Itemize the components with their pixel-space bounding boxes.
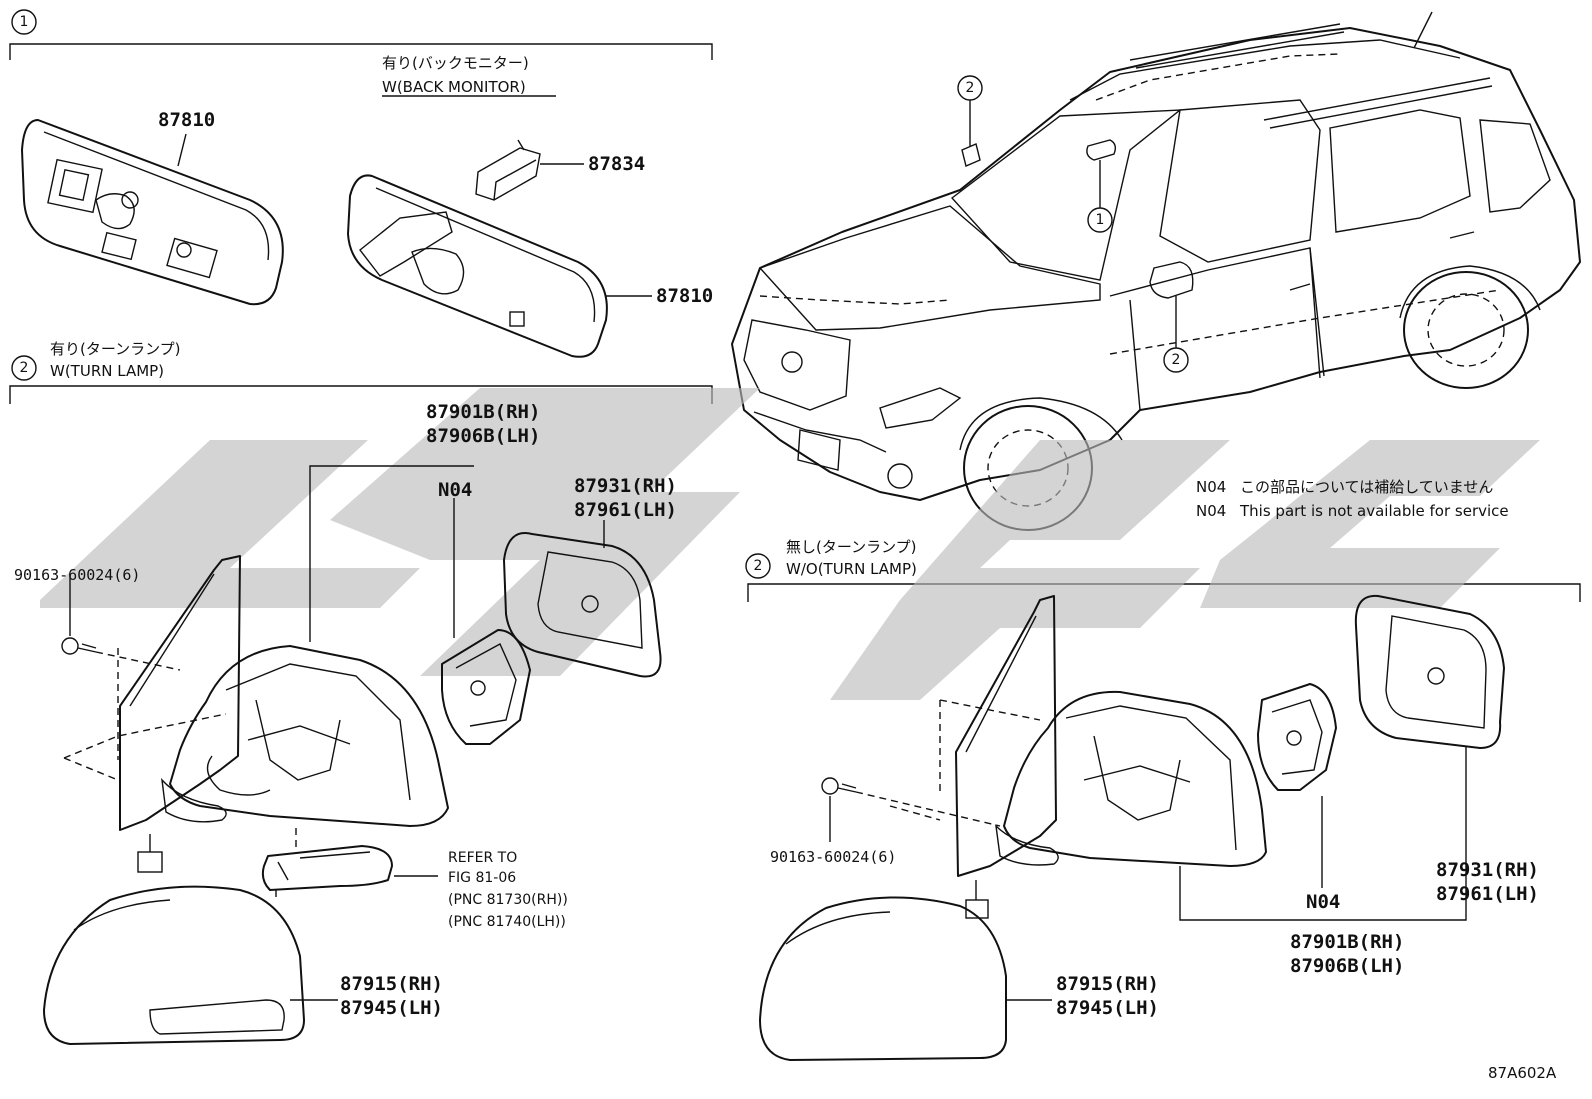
left-label-87915: 87915(RH) [340, 973, 443, 995]
right-label-87906b: 87906B(LH) [1290, 955, 1404, 977]
car-callout-2-top-number: 2 [966, 80, 975, 96]
group-2b-number: 2 [754, 558, 763, 574]
right-label-n04: N04 [1306, 891, 1340, 913]
group-2b-label-jp: 無し(ターンランプ) [786, 538, 917, 556]
note-code-1: N04 [1196, 478, 1226, 496]
group-1-number: 1 [20, 14, 29, 30]
group-2a-label-en: W(TURN LAMP) [50, 362, 164, 380]
car-callout-2-side-number: 2 [1172, 352, 1181, 368]
car-callout-2-side: 2 [1163, 296, 1189, 373]
right-mirror-base [955, 595, 1057, 919]
vehicle-illustration [731, 23, 1581, 531]
refer-line-4: (PNC 81740(LH)) [448, 914, 566, 930]
antenna-leader [1413, 11, 1433, 49]
group-2b-label-en: W/O(TURN LAMP) [786, 560, 917, 578]
note-text-en: This part is not available for service [1239, 502, 1509, 520]
left-label-87901b: 87901B(RH) [426, 401, 540, 423]
left-mirror-body [161, 645, 449, 827]
part-87810-bottom: 87810 [656, 285, 713, 307]
rear-view-mirror-right [347, 174, 608, 358]
right-label-87915: 87915(RH) [1056, 973, 1159, 995]
right-mirror-cover [759, 896, 1007, 1061]
refer-line-1: REFER TO [448, 850, 517, 866]
left-mirror-cover [43, 885, 305, 1045]
car-callout-2-top: 2 [957, 75, 983, 146]
note-text-jp: この部品については補給していません [1240, 478, 1493, 496]
car-callout-1-number: 1 [1096, 212, 1105, 228]
right-mirror-actuator [1257, 683, 1337, 791]
left-label-90163: 90163-60024(6) [14, 566, 140, 584]
left-label-n04: N04 [438, 479, 472, 501]
right-bolt [821, 777, 857, 795]
left-mirror-glass [503, 532, 662, 678]
right-label-87945: 87945(LH) [1056, 997, 1159, 1019]
rear-view-mirror-left [21, 119, 284, 306]
figure-code: 87A602A [1488, 1064, 1557, 1082]
left-turn-lamp [261, 845, 393, 891]
watermark-stroke-3 [830, 440, 1230, 700]
right-label-87931: 87931(RH) [1436, 859, 1539, 881]
left-bolt [61, 637, 97, 655]
left-label-87931: 87931(RH) [574, 475, 677, 497]
left-label-87961: 87961(LH) [574, 499, 677, 521]
watermark-stroke-4 [1200, 440, 1540, 608]
right-mirror-glass [1354, 594, 1505, 749]
left-label-87906b: 87906B(LH) [426, 425, 540, 447]
watermark-stroke-1 [40, 440, 420, 608]
refer-line-2: FIG 81-06 [448, 870, 516, 886]
right-label-90163: 90163-60024(6) [770, 848, 896, 866]
right-mirror-body [995, 690, 1267, 867]
group-1-label-en: W(BACK MONITOR) [382, 78, 526, 96]
part-87834: 87834 [588, 153, 645, 175]
group-1-bracket: 1 [9, 9, 713, 60]
part-87810-top: 87810 [158, 109, 215, 131]
group-2a-number: 2 [20, 360, 29, 376]
left-mirror-actuator [441, 629, 531, 745]
watermark-stroke-2 [330, 388, 760, 676]
left-label-87945: 87945(LH) [340, 997, 443, 1019]
car-callout-1: 1 [1087, 160, 1113, 233]
watermark [40, 388, 1540, 700]
right-label-87961: 87961(LH) [1436, 883, 1539, 905]
right-label-87901b: 87901B(RH) [1290, 931, 1404, 953]
group-2a-label-jp: 有り(ターンランプ) [50, 340, 181, 358]
mirror-bracket-87834 [475, 139, 541, 201]
note-code-2: N04 [1196, 502, 1226, 520]
left-mirror-base [119, 555, 241, 873]
refer-line-3: (PNC 81730(RH)) [448, 892, 568, 908]
group-1-label-jp: 有り(バックモニター) [382, 54, 529, 72]
